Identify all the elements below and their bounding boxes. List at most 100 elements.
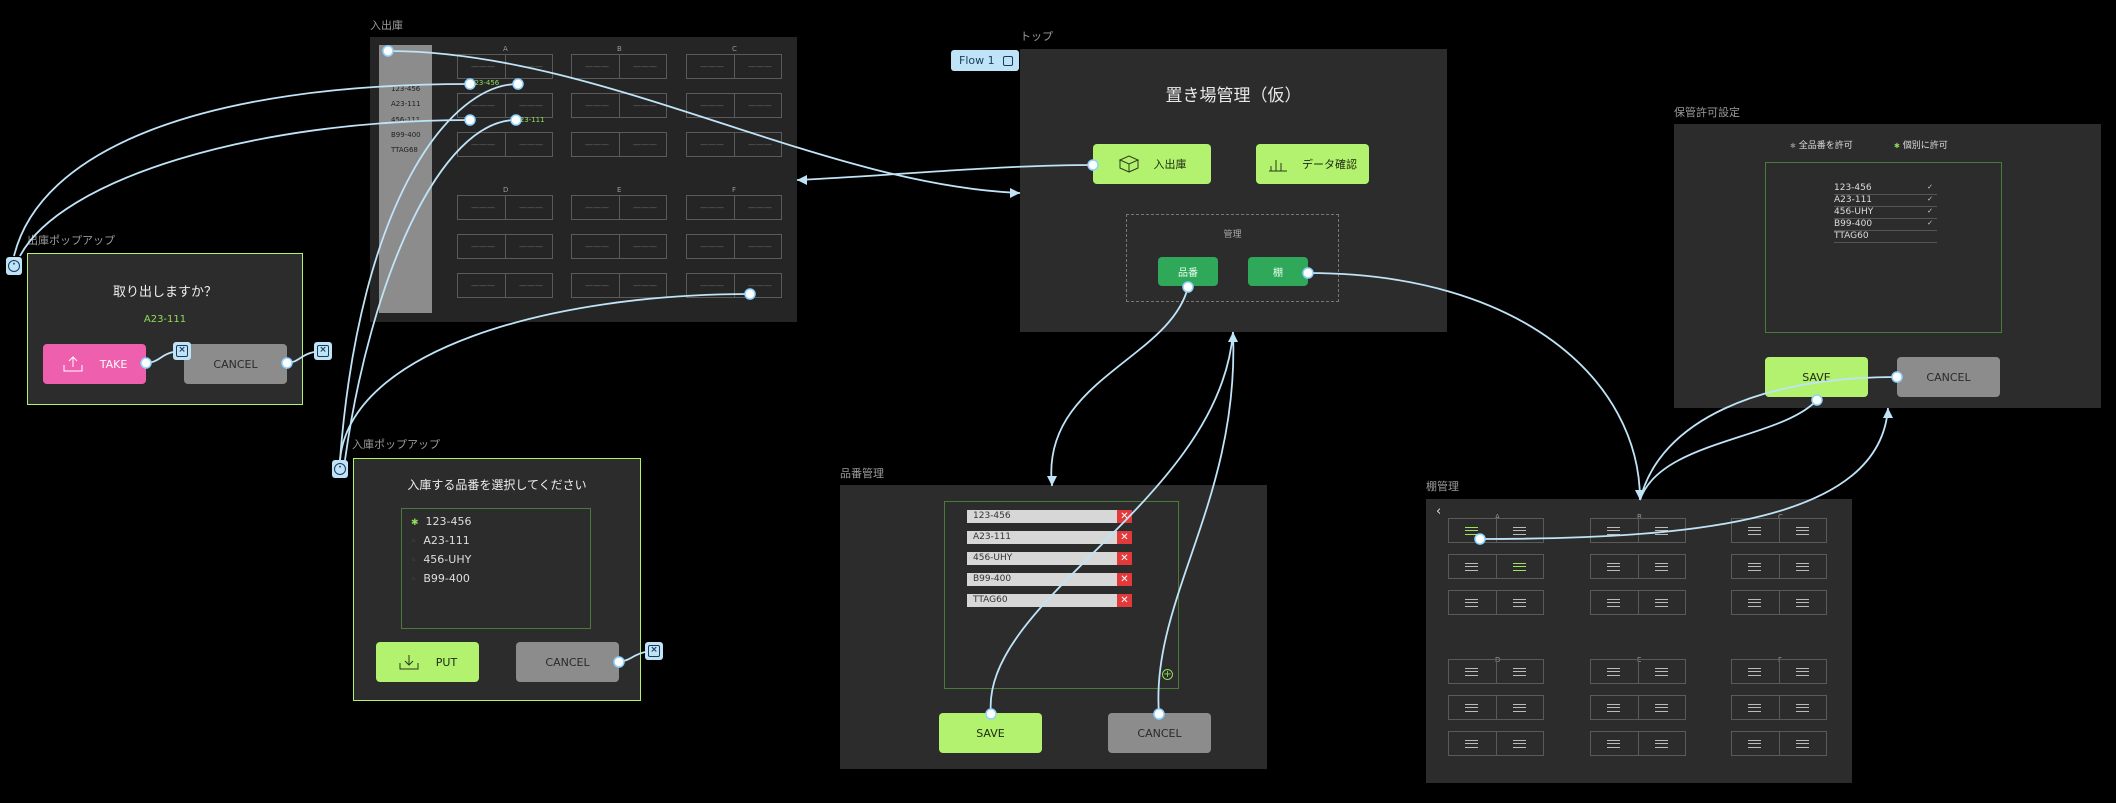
- shelf-cell[interactable]: [1731, 554, 1827, 579]
- item-field[interactable]: TTAG60: [967, 594, 1117, 607]
- tana-button[interactable]: 棚: [1248, 257, 1308, 286]
- delete-icon[interactable]: ✕: [1117, 510, 1132, 523]
- shelf-cell[interactable]: [1731, 590, 1827, 615]
- shelf-cell[interactable]: [1731, 695, 1827, 720]
- check-icon[interactable]: ✓: [1927, 183, 1933, 191]
- menu-lines-icon[interactable]: [1465, 704, 1478, 712]
- hinban-cancel-button[interactable]: CANCEL: [1108, 713, 1211, 753]
- menu-lines-icon[interactable]: [1748, 740, 1761, 748]
- shelf-cell[interactable]: [1448, 695, 1544, 720]
- shelf-cell[interactable]: [1590, 695, 1686, 720]
- menu-lines-icon[interactable]: [1655, 704, 1668, 712]
- shelf-cell[interactable]: [1448, 554, 1544, 579]
- put-button[interactable]: PUT: [376, 642, 479, 682]
- menu-lines-icon[interactable]: [1748, 668, 1761, 676]
- menu-lines-icon[interactable]: [1607, 563, 1620, 571]
- menu-lines-icon[interactable]: [1465, 527, 1478, 535]
- delete-icon[interactable]: ✕: [1117, 573, 1132, 586]
- item-field[interactable]: A23-111: [967, 531, 1117, 544]
- add-icon[interactable]: +: [1162, 669, 1173, 680]
- item-field[interactable]: B99-400: [967, 573, 1117, 586]
- sidebar-item[interactable]: B99-400: [391, 131, 421, 139]
- shukko-cancel-button[interactable]: CANCEL: [184, 344, 287, 384]
- check-icon[interactable]: ✓: [1927, 207, 1933, 215]
- shelf-cell[interactable]: [1590, 590, 1686, 615]
- permission-row[interactable]: A23-111✓: [1834, 195, 1937, 207]
- radio-all[interactable]: ✱ 全品番を許可: [1790, 138, 1853, 151]
- close-icon[interactable]: ×: [314, 342, 332, 360]
- popup-link-icon[interactable]: ·: [6, 257, 22, 275]
- shelf-cell[interactable]: [1731, 731, 1827, 756]
- nyushukko-button[interactable]: 入出庫: [1093, 144, 1211, 184]
- radio-option[interactable]: ◦ 456-UHY: [411, 553, 471, 566]
- sidebar-item[interactable]: TTAG68: [391, 146, 418, 154]
- shelf-cell[interactable]: [1448, 518, 1544, 543]
- radio-option[interactable]: ✱ 123-456: [411, 515, 472, 528]
- sidebar-item[interactable]: 456-111: [391, 116, 421, 124]
- shelf-cell[interactable]: [571, 195, 667, 220]
- flow-badge[interactable]: Flow 1: [951, 50, 1019, 71]
- menu-lines-icon[interactable]: [1465, 668, 1478, 676]
- menu-lines-icon[interactable]: [1748, 599, 1761, 607]
- shelf-cell[interactable]: [686, 195, 782, 220]
- radio-each[interactable]: ✱ 個別に許可: [1894, 138, 1948, 151]
- shelf-cell[interactable]: [1448, 731, 1544, 756]
- delete-icon[interactable]: ✕: [1117, 552, 1132, 565]
- menu-lines-icon[interactable]: [1607, 704, 1620, 712]
- shelf-cell[interactable]: [1590, 659, 1686, 684]
- check-icon[interactable]: ✓: [1927, 219, 1933, 227]
- delete-icon[interactable]: ✕: [1117, 531, 1132, 544]
- menu-lines-icon[interactable]: [1607, 668, 1620, 676]
- take-button[interactable]: TAKE: [43, 344, 146, 384]
- menu-lines-icon[interactable]: [1655, 668, 1668, 676]
- menu-lines-icon[interactable]: [1607, 740, 1620, 748]
- menu-lines-icon[interactable]: [1796, 563, 1809, 571]
- menu-lines-icon[interactable]: [1655, 563, 1668, 571]
- menu-lines-icon[interactable]: [1513, 740, 1526, 748]
- shelf-cell[interactable]: [571, 234, 667, 259]
- permission-row[interactable]: 456-UHY✓: [1834, 207, 1937, 219]
- hokan-cancel-button[interactable]: CANCEL: [1897, 357, 2000, 397]
- menu-lines-icon[interactable]: [1513, 704, 1526, 712]
- menu-lines-icon[interactable]: [1748, 527, 1761, 535]
- close-icon[interactable]: ×: [645, 642, 663, 660]
- shelf-cell[interactable]: [686, 234, 782, 259]
- menu-lines-icon[interactable]: [1796, 527, 1809, 535]
- radio-option[interactable]: ◦ B99-400: [411, 572, 470, 585]
- shelf-cell[interactable]: [1590, 554, 1686, 579]
- popup-link-icon[interactable]: ·: [332, 460, 348, 478]
- menu-lines-icon[interactable]: [1796, 668, 1809, 676]
- sidebar-item[interactable]: A23-111: [391, 100, 421, 108]
- menu-lines-icon[interactable]: [1655, 599, 1668, 607]
- back-icon[interactable]: ‹: [1436, 504, 1442, 519]
- permission-row[interactable]: B99-400✓: [1834, 219, 1937, 231]
- menu-lines-icon[interactable]: [1607, 527, 1620, 535]
- data-check-button[interactable]: データ確認: [1256, 144, 1369, 184]
- menu-lines-icon[interactable]: [1655, 740, 1668, 748]
- hinban-button[interactable]: 品番: [1158, 257, 1218, 286]
- shelf-cell[interactable]: [1731, 659, 1827, 684]
- menu-lines-icon[interactable]: [1796, 704, 1809, 712]
- shelf-cell[interactable]: [1448, 590, 1544, 615]
- sidebar-item[interactable]: 123-456: [391, 85, 421, 93]
- close-icon[interactable]: ×: [173, 342, 191, 360]
- item-field[interactable]: 123-456: [967, 510, 1117, 523]
- menu-lines-icon[interactable]: [1513, 668, 1526, 676]
- shelf-cell[interactable]: [1448, 659, 1544, 684]
- menu-lines-icon[interactable]: [1655, 527, 1668, 535]
- menu-lines-icon[interactable]: [1607, 599, 1620, 607]
- menu-lines-icon[interactable]: [1796, 599, 1809, 607]
- menu-lines-icon[interactable]: [1513, 527, 1526, 535]
- permission-row[interactable]: TTAG60: [1834, 231, 1937, 243]
- menu-lines-icon[interactable]: [1796, 740, 1809, 748]
- menu-lines-icon[interactable]: [1513, 563, 1526, 571]
- menu-lines-icon[interactable]: [1748, 704, 1761, 712]
- item-field[interactable]: 456-UHY: [967, 552, 1117, 565]
- radio-option[interactable]: ◦ A23-111: [411, 534, 470, 547]
- check-icon[interactable]: ✓: [1927, 195, 1933, 203]
- shelf-cell[interactable]: [1731, 518, 1827, 543]
- shelf-cell[interactable]: [1590, 518, 1686, 543]
- menu-lines-icon[interactable]: [1748, 563, 1761, 571]
- permission-row[interactable]: 123-456✓: [1834, 183, 1937, 195]
- menu-lines-icon[interactable]: [1465, 563, 1478, 571]
